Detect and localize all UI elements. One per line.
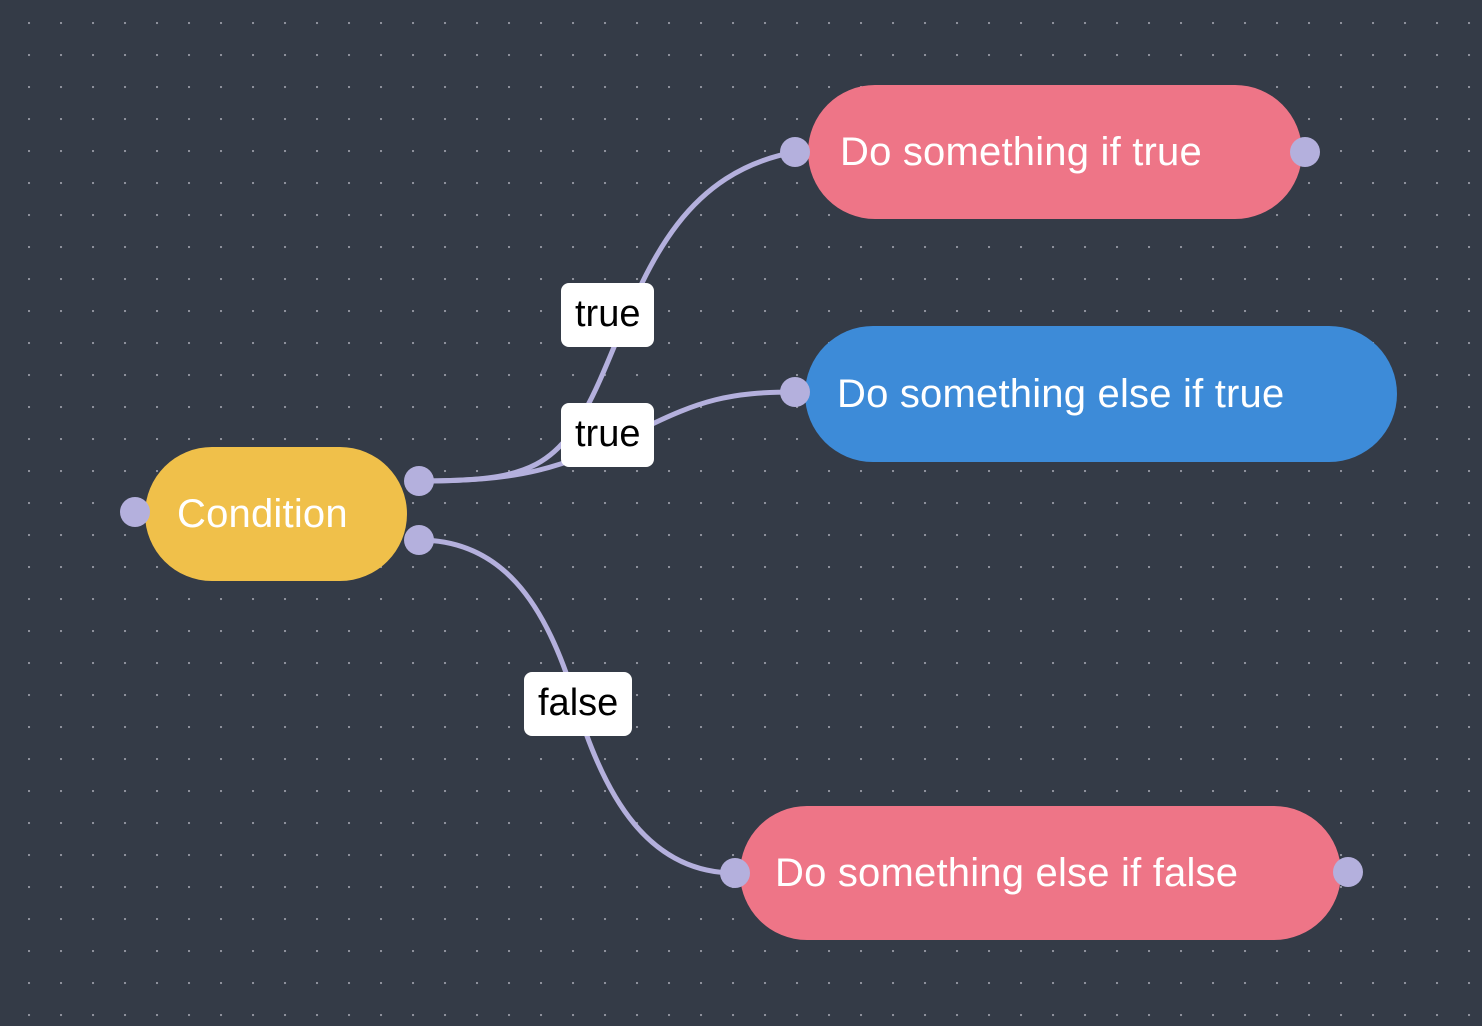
- port-do-if-true-left[interactable]: [780, 137, 810, 167]
- node-do-else-if-true[interactable]: Do something else if true: [805, 326, 1397, 462]
- port-condition-right-false[interactable]: [404, 525, 434, 555]
- port-do-else-if-true-left[interactable]: [780, 377, 810, 407]
- node-condition-label: Condition: [177, 492, 348, 536]
- port-do-if-true-right[interactable]: [1290, 137, 1320, 167]
- node-do-else-if-false[interactable]: Do something else if false: [740, 806, 1341, 940]
- port-do-else-if-false-left[interactable]: [720, 858, 750, 888]
- port-do-else-if-false-right[interactable]: [1333, 857, 1363, 887]
- port-condition-right-true[interactable]: [404, 466, 434, 496]
- edge-label-false-1[interactable]: false: [524, 672, 633, 736]
- port-condition-left[interactable]: [120, 497, 150, 527]
- node-do-else-if-true-label: Do something else if true: [837, 372, 1285, 416]
- edge-label-true-2[interactable]: true: [561, 403, 655, 467]
- node-condition[interactable]: Condition: [145, 447, 407, 581]
- node-do-if-true-label: Do something if true: [840, 130, 1202, 174]
- node-do-else-if-false-label: Do something else if false: [775, 851, 1239, 895]
- node-do-if-true[interactable]: Do something if true: [808, 85, 1302, 219]
- edge-label-true-1[interactable]: true: [561, 283, 655, 347]
